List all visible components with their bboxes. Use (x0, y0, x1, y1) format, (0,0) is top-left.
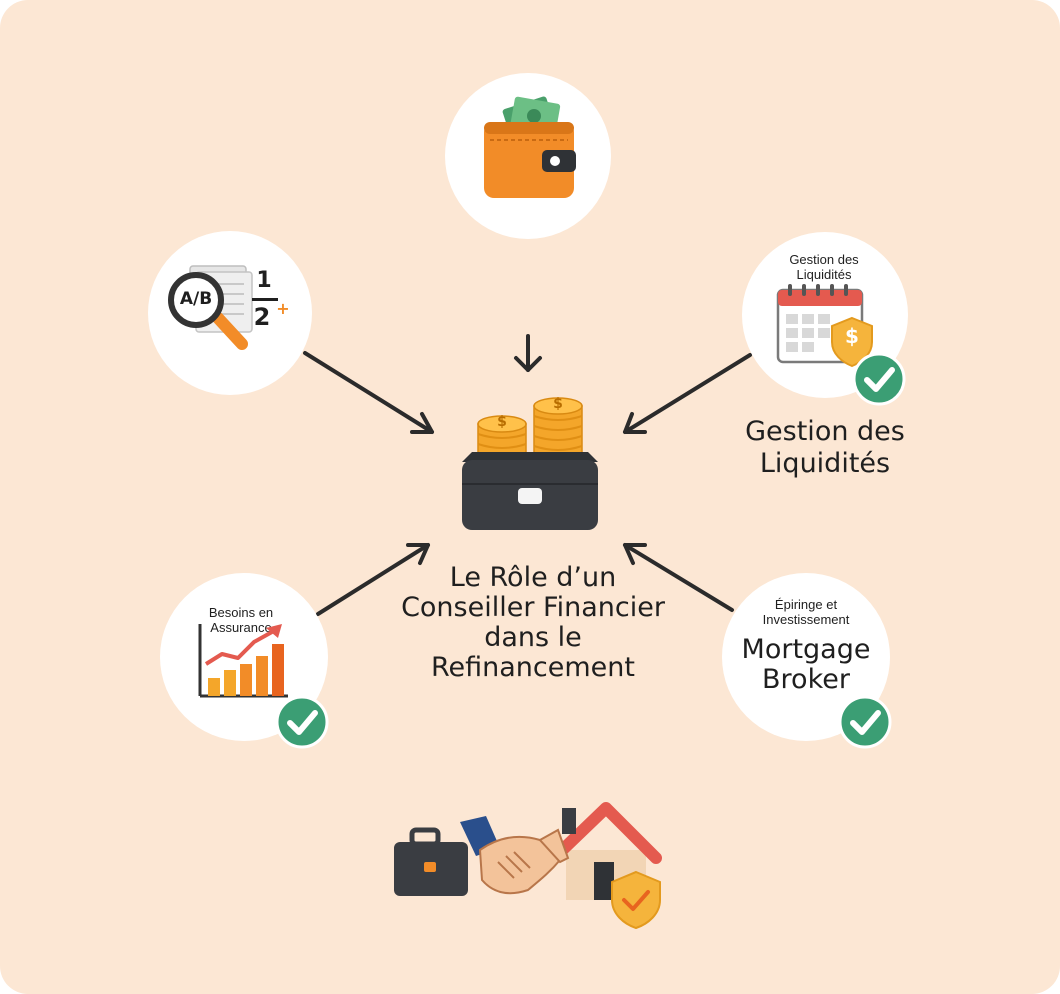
fraction-plus: + (276, 299, 290, 318)
check-badge-icon (852, 352, 906, 406)
bottom-shield-icon (611, 870, 661, 930)
center-title-line-2: Conseiller Financier (401, 592, 665, 623)
insurance-small-label-2: Assurance (210, 620, 272, 635)
calendar-shield-icon (776, 284, 873, 368)
broker-small-label-2: Investissement (762, 612, 850, 627)
liquidity-small-label-2: Liquidités (796, 267, 852, 282)
center-title-line-1: Le Rôle d’un (449, 562, 617, 593)
liquidity-big-label-1: Gestion des (745, 416, 905, 447)
liquidity-small-label-1: Gestion des (789, 252, 859, 267)
briefcase-coins-icon (462, 397, 598, 530)
center-title-line-3: dans le (484, 622, 582, 653)
arrow-top (514, 334, 542, 372)
broker-big-label-1: Mortgage (741, 634, 871, 665)
fraction-denominator: 2 (253, 303, 271, 331)
handshake-house-icon (394, 802, 662, 930)
ab-magnifier-icon (168, 265, 253, 350)
fraction-bar (252, 298, 278, 301)
arrow-lower-left (316, 543, 430, 616)
broker-big-label-2: Broker (762, 664, 850, 695)
broker-small-label-1: Épiringe et (774, 597, 838, 612)
liquidity-big-label-2: Liquidités (759, 448, 891, 479)
calendar-dollar-glyph: $ (845, 324, 859, 348)
wallet-icon (484, 96, 576, 198)
fraction-numerator: 1 (256, 268, 272, 293)
coin-dollar-left: $ (497, 414, 507, 430)
handshake (460, 816, 570, 895)
check-badge-icon (838, 695, 892, 749)
arrow-lower-right (623, 543, 734, 612)
center-title-line-4: Refinancement (430, 652, 635, 683)
bar-chart-icon (198, 624, 288, 698)
insurance-small-label-1: Besoins en (208, 605, 274, 620)
check-badge-icon (275, 695, 329, 749)
arrow-upper-right (623, 353, 752, 434)
coin-dollar-right: $ (553, 396, 563, 412)
arrow-upper-left (303, 351, 434, 434)
bottom-briefcase (394, 827, 468, 896)
ab-glyph: A/B (179, 289, 213, 309)
